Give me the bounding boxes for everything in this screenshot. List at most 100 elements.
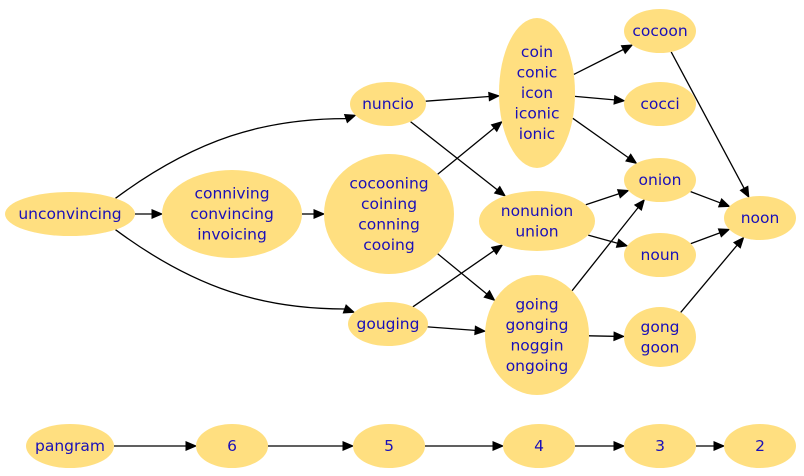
arrowhead — [717, 228, 731, 238]
node-layer: unconvincing connivingconvincinginvoicing… — [5, 9, 796, 468]
node-label: conning — [358, 215, 420, 233]
edge-cocooning-to-coin — [437, 120, 503, 175]
edge-line — [571, 207, 639, 292]
node-label: going — [515, 295, 558, 313]
edge-noun-to-noon — [690, 228, 731, 245]
node-ellipse — [724, 424, 796, 468]
node-ellipse — [353, 424, 425, 468]
node-label: nonunion — [501, 202, 573, 220]
arrowhead — [492, 441, 505, 451]
edge-n3-to-n2 — [696, 441, 726, 451]
edge-coin-to-onion — [572, 117, 638, 165]
edge-conniving-to-cocooning — [302, 209, 326, 219]
edge-line — [410, 121, 498, 191]
edge-line — [680, 244, 738, 313]
node-ellipse — [624, 233, 696, 277]
node-gouging: gouging — [348, 302, 428, 346]
node-label: 5 — [384, 437, 394, 455]
arrowhead — [313, 209, 326, 219]
arrowhead — [613, 441, 626, 451]
arrowhead — [474, 325, 487, 336]
node-label: noon — [741, 209, 780, 227]
node-label: conic — [517, 64, 558, 82]
arrowhead — [342, 304, 356, 314]
arrowhead — [732, 236, 745, 249]
node-ellipse — [348, 302, 428, 346]
node-label: cooing — [363, 236, 414, 254]
node-onion: onion — [624, 158, 696, 202]
arrowhead — [616, 189, 630, 199]
node-ellipse — [499, 18, 575, 168]
edge-line — [412, 250, 495, 308]
edge-line — [585, 193, 620, 206]
edge-layer — [114, 44, 750, 451]
edge-gouging-to-going — [427, 325, 487, 336]
edge-line — [588, 335, 615, 337]
edge-line — [427, 326, 476, 332]
edge-n4-to-n3 — [575, 441, 626, 451]
edge-gouging-to-nonunion — [412, 244, 504, 308]
node-unconvincing: unconvincing — [5, 192, 135, 236]
arrowhead — [488, 91, 501, 102]
node-label: gonging — [506, 316, 569, 334]
arrowhead — [625, 153, 638, 165]
edge-nonunion-to-onion — [585, 189, 630, 206]
node-noon: noon — [724, 196, 796, 240]
node-label: goon — [641, 338, 680, 356]
edge-onion-to-noon — [690, 190, 731, 208]
node-n4: 4 — [503, 424, 575, 468]
node-label: cocoon — [632, 22, 687, 40]
arrowhead — [151, 209, 164, 219]
node-ellipse — [624, 307, 696, 367]
edge-n5-to-n4 — [425, 441, 505, 451]
node-label: icon — [521, 84, 553, 102]
node-label: nuncio — [362, 95, 414, 113]
node-label: onion — [639, 171, 682, 189]
node-ellipse — [503, 424, 575, 468]
edge-unconvincing-to-gouging — [115, 229, 356, 314]
arrowhead — [490, 120, 503, 133]
arrowhead — [343, 114, 357, 124]
node-label: ongoing — [506, 357, 569, 375]
node-label: 4 — [534, 437, 544, 455]
node-label: unconvincing — [18, 205, 121, 223]
node-n6: 6 — [196, 424, 268, 468]
node-label: coining — [361, 195, 417, 213]
edge-coin-to-cocci — [574, 94, 626, 105]
node-ellipse — [624, 158, 696, 202]
edge-line — [437, 253, 488, 295]
node-nuncio: nuncio — [350, 82, 426, 126]
edge-cocooning-to-going — [437, 253, 496, 302]
arrowhead — [490, 244, 504, 256]
edge-nuncio-to-coin — [425, 91, 501, 102]
edge-line — [690, 190, 721, 204]
node-label: ionic — [519, 125, 555, 143]
edge-line — [437, 127, 495, 175]
node-label: cocci — [640, 95, 679, 113]
arrowhead — [493, 185, 507, 197]
arrowhead — [615, 238, 629, 248]
node-label: 3 — [655, 437, 665, 455]
node-label: gong — [641, 318, 680, 336]
arrowhead — [483, 289, 496, 302]
node-label: union — [515, 222, 558, 240]
node-label: 6 — [227, 437, 237, 455]
edge-pangram-to-n6 — [114, 441, 198, 451]
edge-unconvincing-to-conniving — [135, 209, 164, 219]
node-label: 2 — [755, 437, 765, 455]
edge-nuncio-to-nonunion — [410, 121, 507, 197]
edge-line — [574, 95, 615, 101]
node-label: iconic — [515, 105, 560, 123]
node-ellipse — [485, 275, 589, 395]
edge-cocoon-to-noon — [670, 51, 750, 199]
node-cocci: cocci — [624, 82, 696, 126]
node-ellipse — [5, 192, 135, 236]
node-label: gouging — [357, 315, 420, 333]
node-label: convincing — [190, 205, 274, 223]
edge-line — [690, 232, 721, 245]
edge-going-to-onion — [571, 198, 646, 292]
node-ellipse — [624, 424, 696, 468]
